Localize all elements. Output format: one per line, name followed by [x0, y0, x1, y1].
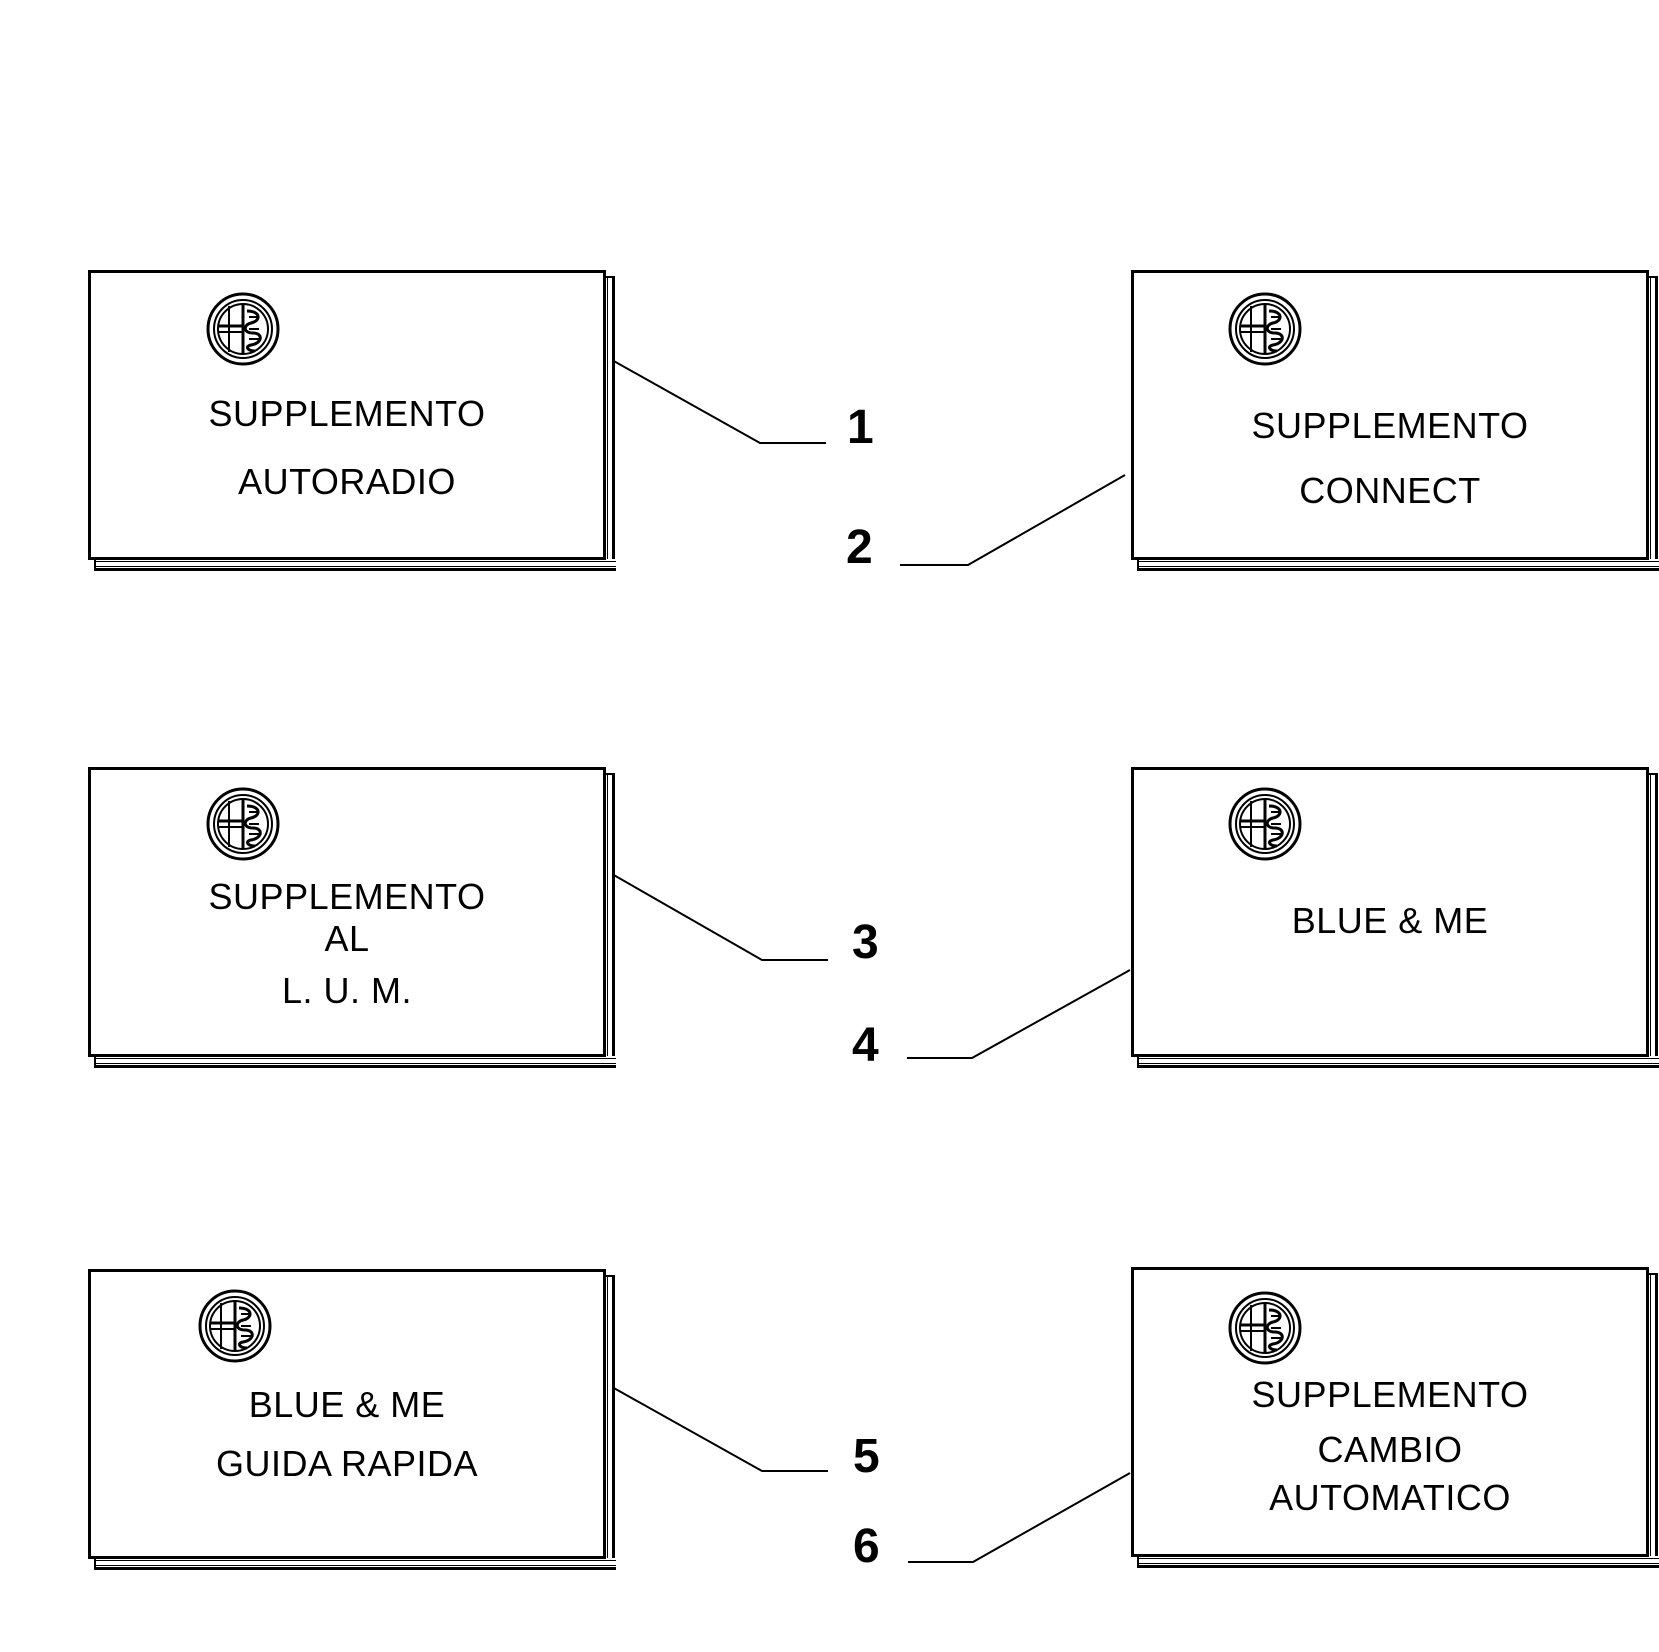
booklet-page-edge-right [605, 773, 615, 1067]
booklet-cover: SUPPLEMENTO CAMBIO AUTOMATICO [1131, 1267, 1649, 1557]
booklet-page-edge-right [605, 1275, 615, 1569]
booklet-page-edge-right [1648, 1273, 1658, 1567]
booklet-page-edge-bottom [1137, 1056, 1659, 1068]
booklet-cover: BLUE & ME GUIDA RAPIDA [88, 1269, 606, 1559]
booklet-cover: SUPPLEMENTO CONNECT [1131, 270, 1649, 560]
callout-number-4: 4 [852, 1019, 879, 1072]
booklet-cover: BLUE & ME [1131, 767, 1649, 1057]
alfa-romeo-badge-icon [205, 291, 281, 372]
booklet-cover: SUPPLEMENTO AUTORADIO [88, 270, 606, 560]
alfa-romeo-badge-icon [1227, 786, 1303, 867]
alfa-romeo-badge-icon [205, 786, 281, 867]
leader-line-4 [907, 969, 1131, 1059]
booklet-title-line: AUTOMATICO [1269, 1477, 1511, 1518]
booklet-page-edge-right [605, 276, 615, 570]
booklet-page-edge-bottom [94, 1558, 616, 1570]
manual-booklet-1: SUPPLEMENTO AUTORADIO [88, 270, 616, 572]
manual-booklet-2: SUPPLEMENTO CONNECT [1131, 270, 1659, 572]
booklet-page-edge-right [1648, 276, 1658, 570]
booklet-title-line: SUPPLEMENTO [208, 393, 486, 434]
callout-number-6: 6 [853, 1520, 880, 1573]
callout-number-3: 3 [852, 916, 879, 969]
leader-line-5 [611, 1386, 828, 1472]
booklet-page-edge-right [1648, 773, 1658, 1067]
alfa-romeo-badge-icon [1227, 1290, 1303, 1371]
booklet-title-line: AUTORADIO [238, 461, 456, 502]
booklet-title-line: CAMBIO [1317, 1429, 1463, 1470]
booklet-title-line: AL [324, 918, 370, 959]
callout-number-2: 2 [846, 521, 873, 574]
booklet-title-line: SUPPLEMENTO [1251, 1374, 1529, 1415]
booklet-page-edge-bottom [1137, 559, 1659, 571]
leader-line-3 [611, 873, 828, 961]
booklet-title-line: SUPPLEMENTO [208, 876, 486, 917]
booklet-page-edge-bottom [94, 1056, 616, 1068]
booklet-page-edge-bottom [1137, 1556, 1659, 1568]
leader-line-1 [611, 359, 826, 444]
booklet-title-line: CONNECT [1299, 470, 1481, 511]
callout-number-5: 5 [853, 1430, 880, 1483]
manual-booklet-6: SUPPLEMENTO CAMBIO AUTOMATICO [1131, 1267, 1659, 1569]
callout-number-1: 1 [847, 401, 874, 454]
alfa-romeo-badge-icon [1227, 291, 1303, 372]
leader-line-6 [908, 1472, 1131, 1563]
manual-booklet-4: BLUE & ME [1131, 767, 1659, 1069]
booklet-title-line: BLUE & ME [248, 1384, 446, 1425]
booklet-title-line: L. U. M. [281, 970, 413, 1011]
booklet-title-line: BLUE & ME [1291, 900, 1489, 941]
alfa-romeo-badge-icon [197, 1288, 273, 1369]
booklet-title-line: SUPPLEMENTO [1251, 405, 1529, 446]
manual-booklet-5: BLUE & ME GUIDA RAPIDA [88, 1269, 616, 1571]
booklet-title-line: GUIDA RAPIDA [215, 1443, 479, 1484]
leader-line-2 [900, 474, 1126, 566]
booklet-page-edge-bottom [94, 559, 616, 571]
